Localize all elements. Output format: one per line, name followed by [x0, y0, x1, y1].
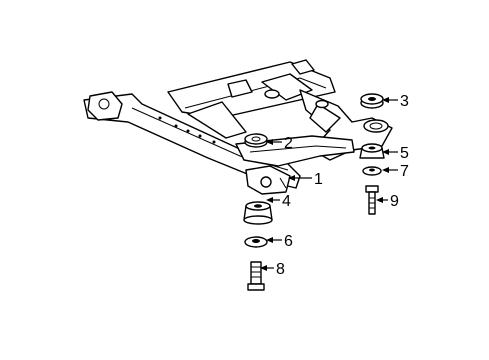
- callout-3: 3: [400, 93, 409, 110]
- callout-4: 4: [282, 193, 291, 210]
- callout-8: 8: [276, 261, 285, 278]
- part-7-retainer: [362, 166, 382, 176]
- part-9-bolt: [365, 185, 379, 215]
- leader-lines: [260, 97, 398, 271]
- part-8-bolt: [247, 261, 265, 291]
- part-2-insulator: [244, 133, 268, 148]
- frame-cradle: [83, 59, 393, 195]
- callout-6: 6: [284, 233, 293, 250]
- callout-9: 9: [390, 193, 399, 210]
- part-6-retainer: [244, 236, 268, 248]
- part-5-insulator: [359, 143, 385, 159]
- part-3-insulator: [360, 93, 384, 109]
- callout-labels: 1 2 3 4 5 6 7 8 9: [276, 93, 409, 278]
- part-4-insulator: [243, 201, 273, 225]
- callout-2: 2: [284, 135, 293, 152]
- callout-5: 5: [400, 145, 409, 162]
- callout-7: 7: [400, 163, 409, 180]
- callout-1: 1: [314, 171, 323, 188]
